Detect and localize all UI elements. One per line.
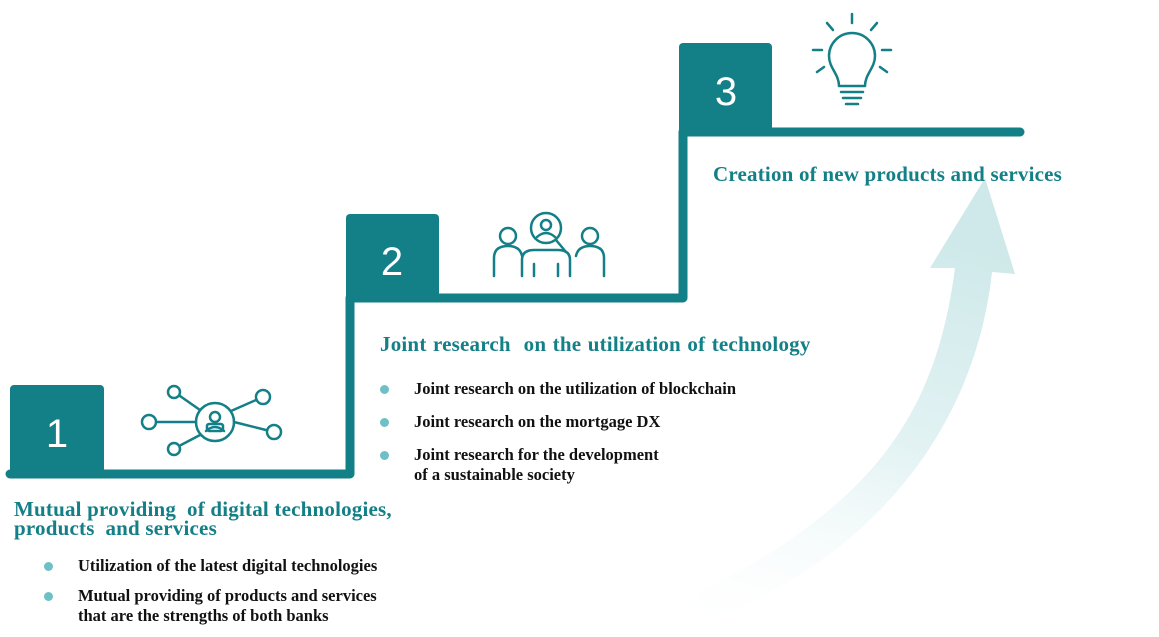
step-3-heading: Creation of new products and services: [713, 162, 1063, 186]
bullet-dot: [44, 592, 53, 601]
bullet-text: Joint research for the development of a …: [414, 445, 659, 484]
list-item: Joint research for the development of a …: [380, 445, 736, 485]
step-2-bullet-list: Joint research on the utilization of blo…: [380, 379, 736, 485]
list-item: Utilization of the latest digital techno…: [44, 556, 377, 576]
step-2-heading: Joint research on the utilization of tec…: [380, 332, 811, 356]
bullet-text: Mutual providing of products and service…: [78, 586, 377, 625]
step-3-number: 3: [714, 70, 738, 114]
team-search-icon: [492, 211, 606, 278]
bullet-dot: [380, 451, 389, 460]
lightbulb-icon: [811, 12, 893, 106]
bullet-dot: [380, 418, 389, 427]
list-item: Mutual providing of products and service…: [44, 586, 377, 626]
bullet-dot: [44, 562, 53, 571]
step-2-box: [346, 214, 439, 302]
step-3-box: [679, 43, 772, 136]
list-item: Joint research on the mortgage DX: [380, 412, 736, 432]
bullet-text: Joint research on the mortgage DX: [414, 412, 661, 431]
list-item: Joint research on the utilization of blo…: [380, 379, 736, 399]
step-1-box: [10, 385, 104, 478]
step-2-number: 2: [380, 240, 404, 284]
bullet-dot: [380, 385, 389, 394]
step-1-number: 1: [45, 412, 69, 456]
bullet-text: Utilization of the latest digital techno…: [78, 556, 378, 575]
network-person-icon: [140, 384, 283, 457]
step-1-bullet-list: Utilization of the latest digital techno…: [44, 556, 377, 626]
bullet-text: Joint research on the utilization of blo…: [414, 379, 737, 398]
step-1-heading: Mutual providing of digital technologies…: [14, 497, 392, 540]
growth-arrow: [640, 178, 1015, 628]
